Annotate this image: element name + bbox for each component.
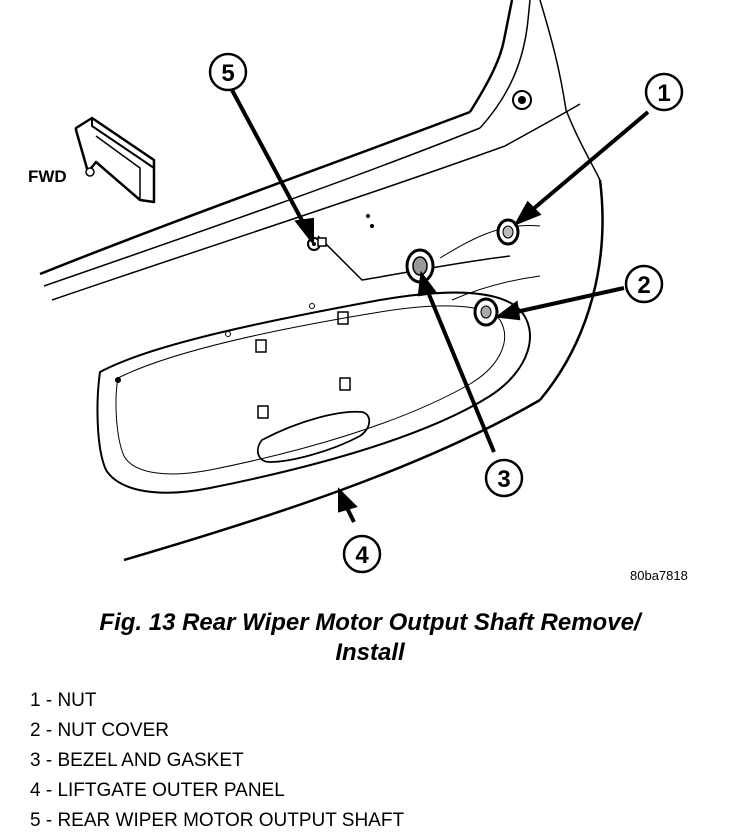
svg-text:3: 3 bbox=[497, 466, 510, 493]
nut-cover bbox=[473, 297, 499, 327]
svg-text:1: 1 bbox=[657, 80, 670, 107]
legend-item: 4 - LIFTGATE OUTER PANEL bbox=[30, 780, 285, 801]
svg-text:2: 2 bbox=[637, 272, 650, 299]
callout-5: 5 bbox=[208, 52, 248, 92]
callout-3: 3 bbox=[484, 458, 524, 498]
parts-legend: 1 - NUT 2 - NUT COVER 3 - BEZEL AND GASK… bbox=[30, 686, 404, 836]
svg-text:4: 4 bbox=[355, 542, 369, 569]
legend-item: 3 - BEZEL AND GASKET bbox=[30, 750, 244, 771]
fwd-label: FWD bbox=[28, 167, 67, 186]
callout-4: 4 bbox=[342, 534, 382, 574]
legend-item: 1 - NUT bbox=[30, 690, 97, 711]
caption-line-1: Fig. 13 Rear Wiper Motor Output Shaft Re… bbox=[99, 609, 641, 636]
callout-leaders bbox=[230, 89, 650, 523]
caption-line-2: Install bbox=[335, 639, 405, 666]
callout-1: 1 bbox=[644, 72, 684, 112]
liftgate-diagram: FWD bbox=[28, 0, 688, 583]
legend-item: 5 - REAR WIPER MOTOR OUTPUT SHAFT bbox=[30, 810, 405, 831]
liftgate-handle bbox=[256, 410, 371, 463]
figure-caption: Fig. 13 Rear Wiper Motor Output Shaft Re… bbox=[0, 608, 740, 668]
callout-2: 2 bbox=[624, 264, 664, 304]
nut bbox=[496, 218, 520, 246]
reference-code: 80ba7818 bbox=[630, 568, 688, 583]
svg-text:5: 5 bbox=[221, 60, 234, 87]
legend-item: 2 - NUT COVER bbox=[30, 720, 170, 741]
fwd-indicator: FWD bbox=[28, 116, 156, 204]
